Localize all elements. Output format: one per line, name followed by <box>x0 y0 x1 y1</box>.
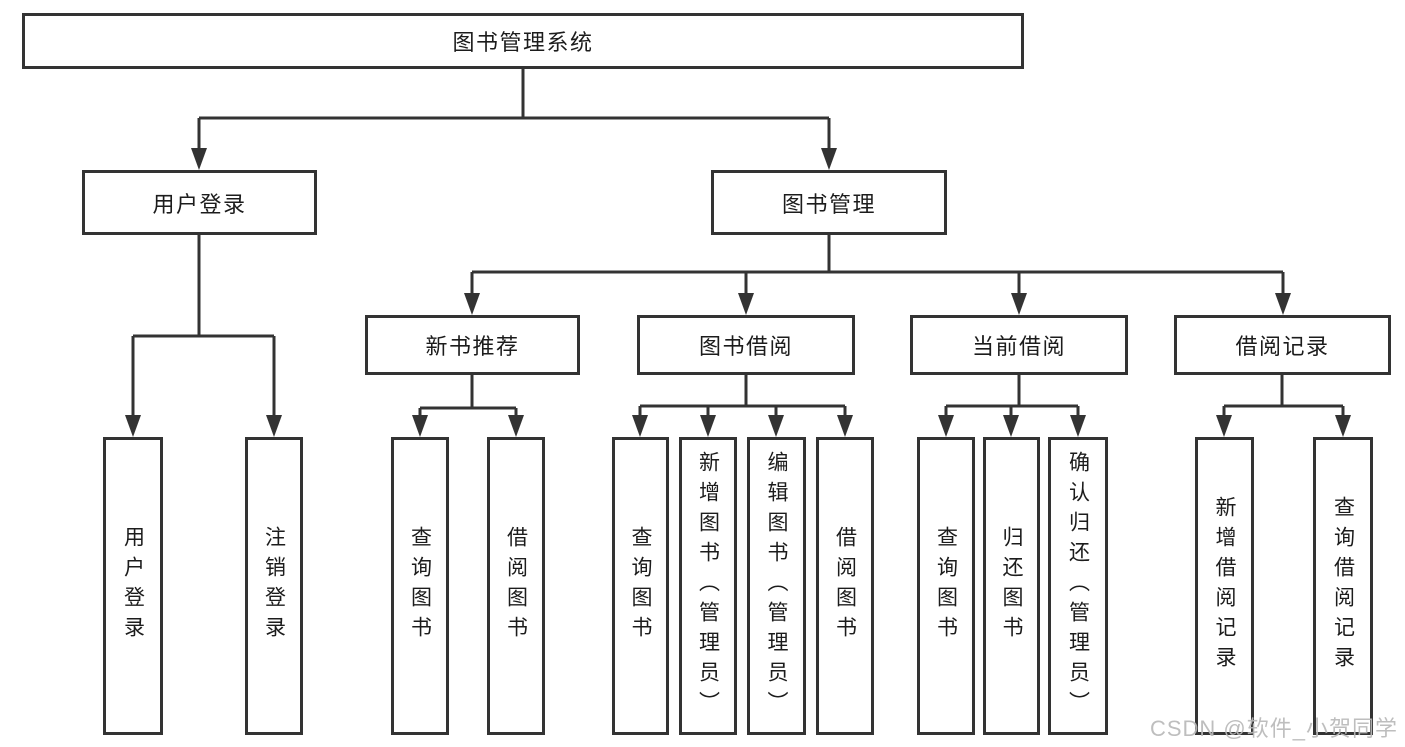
arrow-down-icon <box>1070 415 1086 437</box>
arrow-down-icon <box>1275 293 1291 315</box>
node-label: 借阅图书 <box>833 526 857 646</box>
leaf-records-query-record: 查询借阅记录 <box>1313 437 1373 735</box>
node-label: 注销登录 <box>262 526 286 646</box>
node-label: 图书借阅 <box>698 334 793 359</box>
arrow-down-icon <box>738 293 754 315</box>
node-user-login-branch: 用户登录 <box>82 170 317 235</box>
node-label: 新增借阅记录 <box>1213 496 1237 676</box>
arrow-down-icon <box>125 415 141 437</box>
csdn-watermark: CSDN @软件_小贺同学 <box>1149 716 1398 741</box>
node-borrowing-records: 借阅记录 <box>1174 315 1391 375</box>
node-label: 新增图书（管理员） <box>696 451 720 721</box>
arrow-down-icon <box>1335 415 1351 437</box>
arrow-down-icon <box>768 415 784 437</box>
node-new-book-recommend: 新书推荐 <box>365 315 580 375</box>
node-label: 图书管理 <box>781 191 876 217</box>
node-label: 确认归还（管理员） <box>1066 451 1090 721</box>
node-label: 查询图书 <box>629 526 653 646</box>
leaf-recommend-query-books: 查询图书 <box>391 437 449 735</box>
arrow-down-icon <box>632 415 648 437</box>
node-label: 新书推荐 <box>425 334 520 359</box>
leaf-recommend-borrow-books: 借阅图书 <box>487 437 545 735</box>
node-label: 归还图书 <box>1000 526 1024 646</box>
node-label: 当前借阅 <box>971 334 1066 359</box>
node-label: 查询图书 <box>934 526 958 646</box>
leaf-records-add-record: 新增借阅记录 <box>1195 437 1254 735</box>
node-label: 编辑图书（管理员） <box>765 451 789 721</box>
leaf-borrow-edit-books-admin: 编辑图书（管理员） <box>747 437 806 735</box>
leaf-current-query-books: 查询图书 <box>917 437 975 735</box>
leaf-borrow-query-books: 查询图书 <box>612 437 669 735</box>
arrow-down-icon <box>464 293 480 315</box>
node-book-management: 图书管理 <box>711 170 947 235</box>
leaf-borrow-add-books-admin: 新增图书（管理员） <box>679 437 737 735</box>
arrow-down-icon <box>1216 415 1232 437</box>
leaf-current-confirm-return-admin: 确认归还（管理员） <box>1048 437 1108 735</box>
arrow-down-icon <box>700 415 716 437</box>
node-label: 图书管理系统 <box>452 30 594 55</box>
arrow-down-icon <box>837 415 853 437</box>
arrow-down-icon <box>1003 415 1019 437</box>
node-book-borrowing: 图书借阅 <box>637 315 855 375</box>
leaf-logout: 注销登录 <box>245 437 303 735</box>
node-label: 借阅图书 <box>504 526 528 646</box>
node-label: 用户登录 <box>152 191 247 217</box>
arrow-down-icon <box>266 415 282 437</box>
arrow-down-icon <box>508 415 524 437</box>
node-label: 用户登录 <box>121 526 145 646</box>
node-root-library-system: 图书管理系统 <box>22 13 1024 69</box>
node-current-borrowing: 当前借阅 <box>910 315 1128 375</box>
leaf-borrow-borrow-books: 借阅图书 <box>816 437 874 735</box>
arrow-down-icon <box>191 148 207 170</box>
arrow-down-icon <box>412 415 428 437</box>
node-label: 查询图书 <box>408 526 432 646</box>
arrow-down-icon <box>1011 293 1027 315</box>
leaf-current-return-books: 归还图书 <box>983 437 1040 735</box>
node-label: 借阅记录 <box>1235 334 1330 359</box>
arrow-down-icon <box>821 148 837 170</box>
node-label: 查询借阅记录 <box>1331 496 1355 676</box>
leaf-user-login: 用户登录 <box>103 437 163 735</box>
arrow-down-icon <box>938 415 954 437</box>
